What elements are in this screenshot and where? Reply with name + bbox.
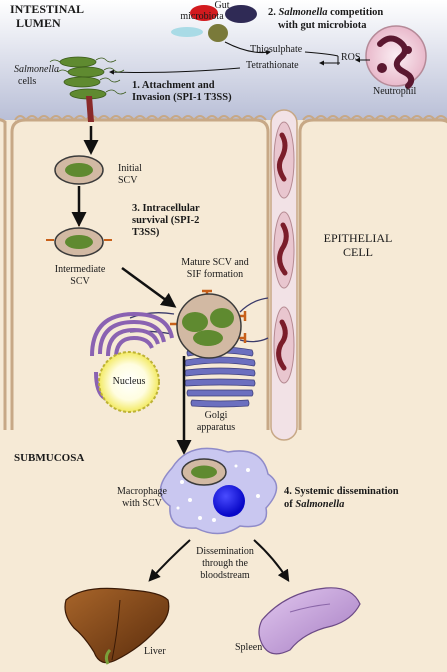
blood-vessel xyxy=(270,109,298,441)
mature-scv-label: Mature SCV and SIF formation xyxy=(181,257,249,280)
macrophage xyxy=(159,447,278,535)
thiosulphate-label: Thiosulphate xyxy=(250,44,303,55)
nucleus xyxy=(98,351,160,413)
ros-label: ROS xyxy=(341,52,361,63)
step1-label: 1. Attachment and Invasion (SPI-1 T3SS) xyxy=(132,80,232,103)
nucleus-label: Nucleus xyxy=(112,376,146,387)
initial-scv-label: Initial SCV xyxy=(118,163,142,186)
initial-scv xyxy=(54,155,104,185)
region-label-submucosa: SUBMUCOSA xyxy=(14,452,85,464)
tetrathionate-label: Tetrathionate xyxy=(246,60,299,71)
spleen-label: Spleen xyxy=(235,642,263,653)
gut-microbiota-label: Gut microbiota xyxy=(180,0,230,22)
arrow-to-liver xyxy=(148,539,191,582)
epithelial-cell-label: EPITHELIAL CELL xyxy=(323,231,393,259)
salmonella-cells-label: Salmonella cells xyxy=(14,64,59,87)
golgi-label: Golgi apparatus xyxy=(196,410,236,433)
invasion-stalk xyxy=(86,96,94,122)
gut-microbiota-icon xyxy=(171,5,257,42)
step4-label: 4. Systemic dissemination of Salmonella xyxy=(284,486,399,510)
liver-label: Liver xyxy=(144,646,166,657)
spleen-icon xyxy=(258,587,361,655)
liver-icon xyxy=(64,587,170,665)
dissemination-label: Dissemination through the bloodstream xyxy=(196,546,254,581)
arrow-to-spleen xyxy=(253,539,290,583)
region-label-lumen: INTESTINAL LUMEN xyxy=(10,2,85,30)
macrophage-label: Macrophage with SCV xyxy=(117,486,167,509)
epithelial-cell-2 xyxy=(298,118,447,430)
sif-filaments xyxy=(129,297,269,343)
arrow-intermediate-to-mature xyxy=(121,266,177,308)
intermediate-scv-label: Intermediate SCV xyxy=(54,264,106,287)
microvilli xyxy=(14,115,267,122)
salmonella-bacteria-icon xyxy=(49,56,127,100)
step3-label: 3. Intracellular survival (SPI-2 T3SS) xyxy=(132,203,200,238)
step2-label: 2. Salmonella competition with gut micro… xyxy=(268,7,384,31)
mature-scv xyxy=(170,289,247,359)
intermediate-scv xyxy=(46,220,112,257)
neutrophil-icon xyxy=(365,25,427,89)
competition-arrows xyxy=(109,41,370,75)
neutrophil-label: Neutrophil xyxy=(373,86,417,97)
